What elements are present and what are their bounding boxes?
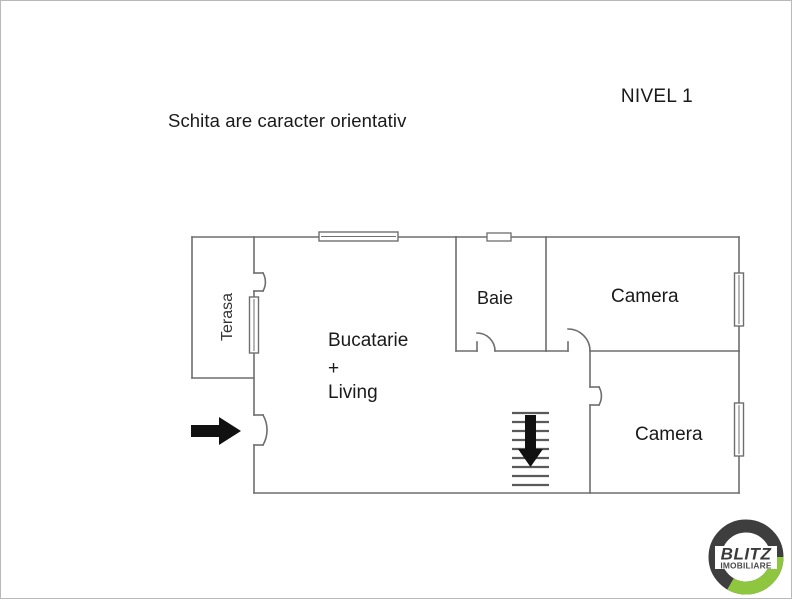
door-arc-terrace [261,271,267,293]
room-label-baie: Baie [477,288,514,308]
room-label-terasa: Terasa [219,292,236,341]
room-label-plus: + [328,358,340,379]
door-arc-baie [476,332,496,352]
logo-graphic: BLITZ IMOBILIARE [708,519,784,595]
window-camera1-right [733,272,745,327]
room-label-bucatarie: Bucatarie [328,330,409,351]
logo-subtitle-text: IMOBILIARE [720,561,772,571]
door-arc-camera1 [567,328,591,352]
windows-group [248,231,745,457]
entrance-arrow-icon [191,417,241,445]
logo-plate [715,546,777,569]
room-label-living: Living [328,382,378,403]
stairs-down-icon [512,411,549,487]
window-living-top [318,231,399,242]
door-arc-entrance [261,413,268,447]
blitz-imobiliare-logo: BLITZ IMOBILIARE [707,518,785,596]
level-label: NIVEL 1 [620,86,693,107]
door-arc-camera2 [597,385,603,407]
disclaimer-text: Schita are caracter orientativ [168,110,407,131]
stairs-arrow-icon [518,415,543,467]
room-label-camera-lower: Camera [635,424,703,445]
window-terasa [248,296,260,354]
logo-brand-text: BLITZ [721,545,772,564]
window-camera2-right [733,402,745,457]
room-label-camera-upper: Camera [611,286,679,307]
window-baie-top [486,232,512,242]
